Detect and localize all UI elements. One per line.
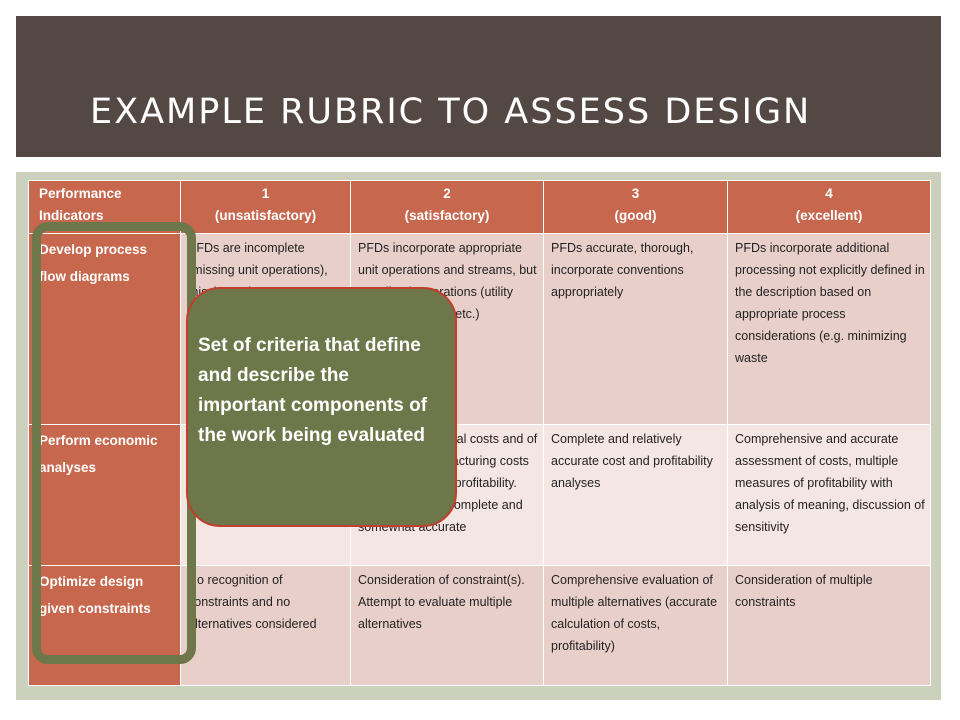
criterion-cell: Comprehensive evaluation of multiple alt…: [543, 565, 728, 686]
title-bar: EXAMPLE RUBRIC TO ASSESS DESIGN: [16, 16, 941, 157]
indicator-optimize-design: Optimize design given constraints: [28, 565, 181, 686]
indicator-highlight-frame: [32, 222, 196, 664]
header-score-1-label: 1 (unsatisfactory): [214, 186, 317, 223]
indicator-economic-analyses: Perform economic analyses: [28, 424, 181, 566]
criterion-cell: No recognition of constraints and no alt…: [180, 565, 351, 686]
header-score-3: 3 (good): [543, 180, 728, 234]
header-score-2: 2 (satisfactory): [350, 180, 544, 234]
header-score-1: 1 (unsatisfactory): [180, 180, 351, 234]
criterion-cell: Comprehensive and accurate assessment of…: [727, 424, 931, 566]
header-score-4: 4 (excellent): [727, 180, 931, 234]
table-row: Optimize design given constraints No rec…: [28, 565, 931, 686]
criterion-cell: Consideration of multiple constraints: [727, 565, 931, 686]
indicator-process-flow: Develop process flow diagrams: [28, 233, 181, 425]
criterion-cell: Complete and relatively accurate cost an…: [543, 424, 728, 566]
criterion-cell: Consideration of constraint(s). Attempt …: [350, 565, 544, 686]
rubric-header-row: Performance Indicators 1 (unsatisfactory…: [28, 180, 931, 234]
header-score-2-label: 2 (satisfactory): [404, 186, 490, 223]
header-score-4-label: 4 (excellent): [795, 186, 863, 223]
criterion-cell: PFDs incorporate additional processing n…: [727, 233, 931, 425]
callout-text: Set of criteria that define and describe…: [198, 335, 428, 446]
header-score-3-label: 3 (good): [614, 186, 657, 223]
callout-box: Set of criteria that define and describe…: [186, 287, 457, 527]
criterion-cell: PFDs accurate, thorough, incorporate con…: [543, 233, 728, 425]
slide-title: EXAMPLE RUBRIC TO ASSESS DESIGN: [90, 92, 812, 132]
